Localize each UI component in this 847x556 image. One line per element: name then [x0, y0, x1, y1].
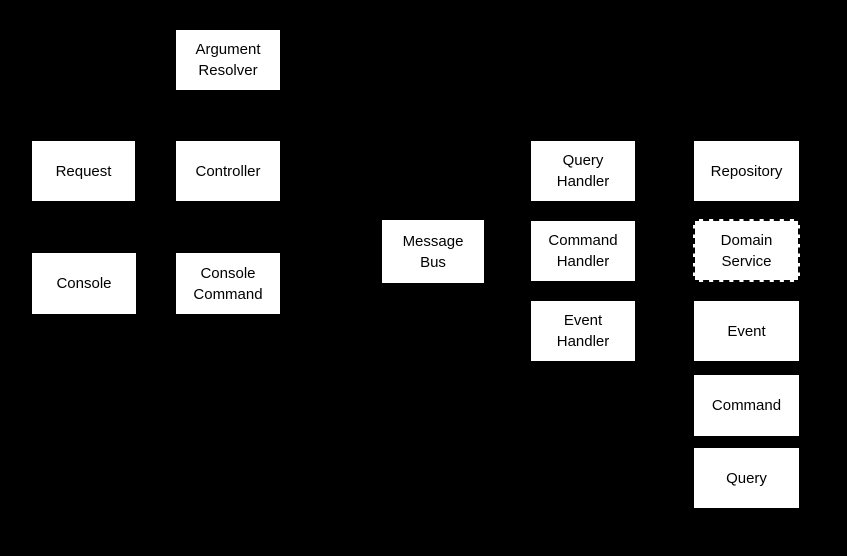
diagram-box-argument-resolver: Argument Resolver [175, 29, 281, 91]
diagram-box-command-handler: Command Handler [530, 220, 636, 282]
diagram-box-command: Command [693, 374, 800, 437]
diagram-box-event: Event [693, 300, 800, 362]
diagram-box-console-command: Console Command [175, 252, 281, 315]
diagram-box-request: Request [31, 140, 136, 202]
diagram-box-query-handler: Query Handler [530, 140, 636, 202]
diagram-box-controller: Controller [175, 140, 281, 202]
diagram-box-message-bus: Message Bus [381, 219, 485, 284]
diagram-box-domain-service: Domain Service [693, 219, 800, 282]
diagram-box-query: Query [693, 447, 800, 509]
diagram-box-event-handler: Event Handler [530, 300, 636, 362]
diagram-box-console: Console [31, 252, 137, 315]
diagram-box-repository: Repository [693, 140, 800, 202]
